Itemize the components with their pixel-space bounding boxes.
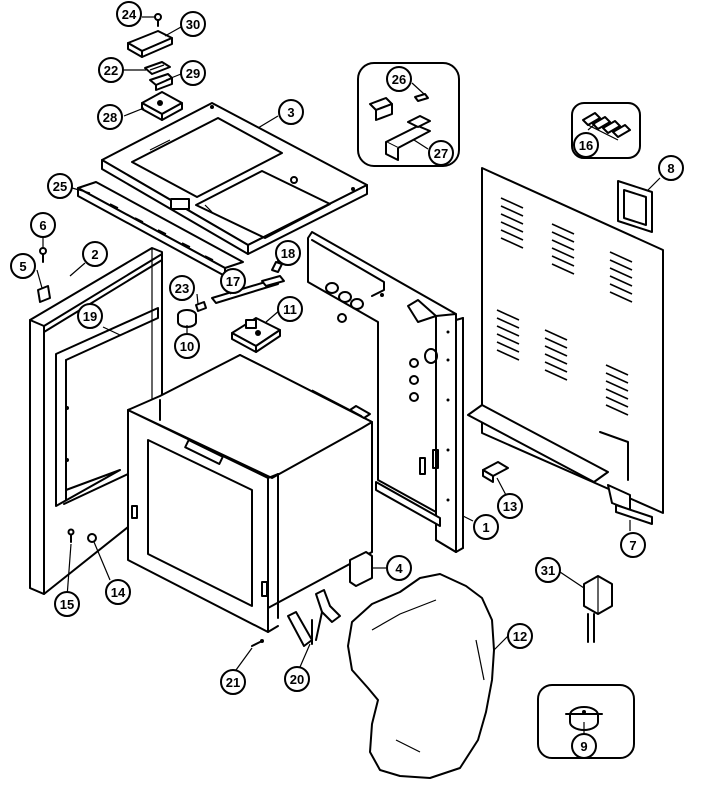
callout-30-text: 30 [186,17,200,32]
vent-group-4 [496,309,520,361]
callout-26: 26 [386,66,412,92]
callout-3-text: 3 [287,105,294,120]
callout-7: 7 [620,532,646,558]
callout-5-text: 5 [19,259,26,274]
callout-18: 18 [275,240,301,266]
callout-14: 14 [105,579,131,605]
callout-21-text: 21 [226,675,240,690]
callout-24: 24 [116,1,142,27]
part-oven-cavity [127,354,373,633]
callout-10-text: 10 [180,339,194,354]
vent-group-3 [609,251,633,303]
part-rear-panel-7 [467,167,664,525]
callout-25-text: 25 [53,179,67,194]
callout-28-text: 28 [103,110,117,125]
callout-16-text: 16 [579,138,593,153]
callout-11-text: 11 [283,302,297,317]
callout-13: 13 [497,493,523,519]
callout-1: 1 [473,514,499,540]
callout-31: 31 [535,557,561,583]
callout-5: 5 [10,253,36,279]
part-grommet-14 [87,533,97,543]
callout-2-text: 2 [91,247,98,262]
part-bracket-22 [144,61,171,75]
callout-1-text: 1 [482,520,489,535]
callout-12: 12 [507,623,533,649]
callout-26-text: 26 [392,72,406,87]
part-insulation-12 [347,573,495,779]
inset-box-26-27 [357,62,460,167]
callout-13-text: 13 [503,499,517,514]
part-bracket-4 [349,551,373,587]
callout-6: 6 [30,212,56,238]
callout-4: 4 [386,555,412,581]
callout-16: 16 [573,132,599,158]
part-block-28 [141,91,183,121]
part-clip-5 [37,285,51,303]
part-screw-15 [67,528,75,543]
callout-labels: 1 2 3 4 5 6 7 8 9 10 11 12 13 14 15 16 1… [10,1,684,759]
callout-7-text: 7 [629,538,636,553]
callout-6-text: 6 [39,218,46,233]
callout-31-text: 31 [541,563,555,578]
part-clip-23 [195,301,207,312]
part-cover-30 [127,30,173,58]
callout-30: 30 [180,11,206,37]
callout-22-text: 22 [104,63,118,78]
part-bracket-11 [231,317,281,353]
callout-22: 22 [98,57,124,83]
callout-9-text: 9 [580,739,587,754]
callout-17: 17 [220,268,246,294]
callout-3: 3 [278,99,304,125]
callout-23: 23 [169,275,195,301]
callout-8: 8 [658,155,684,181]
part-bar-17 [211,275,285,304]
callout-25: 25 [47,173,73,199]
vent-group-2 [551,223,575,275]
part-screw-24 [154,13,162,27]
inset-box-16 [571,102,641,159]
part-screw-6 [39,247,47,263]
callout-4-text: 4 [395,561,403,576]
callout-2: 2 [82,241,108,267]
callout-14-text: 14 [111,585,126,600]
callout-11: 11 [277,296,303,322]
callout-24-text: 24 [122,7,137,22]
part-top-panel-3 [101,102,368,255]
callout-8-text: 8 [667,161,674,176]
callout-27-text: 27 [434,146,448,161]
callout-23-text: 23 [175,281,189,296]
callout-19-text: 19 [83,309,97,324]
part-rail-25 [77,181,244,277]
callout-15-text: 15 [60,597,74,612]
part-hinge-20 [287,589,341,647]
callout-10: 10 [174,333,200,359]
callout-27: 27 [428,140,454,166]
callout-18-text: 18 [281,246,295,261]
part-side-panel-1 [307,231,464,553]
callout-28: 28 [97,104,123,130]
callout-17-text: 17 [226,274,240,289]
callout-21: 21 [220,669,246,695]
vent-group-5 [544,329,568,381]
part-clip-13 [482,461,509,483]
vent-group-1 [500,197,524,249]
part-screw-21 [251,639,264,647]
callout-29: 29 [180,60,206,86]
callout-29-text: 29 [186,66,200,81]
part-knob-10 [177,309,197,328]
callout-20: 20 [284,666,310,692]
part-switch-31 [583,575,613,643]
callout-15: 15 [54,591,80,617]
callout-12-text: 12 [513,629,527,644]
callout-20-text: 20 [290,672,304,687]
part-clip-29 [149,73,173,91]
part-frame-8 [617,180,653,233]
callout-19: 19 [77,303,103,329]
vent-group-6 [605,364,629,416]
callout-9: 9 [571,733,597,759]
